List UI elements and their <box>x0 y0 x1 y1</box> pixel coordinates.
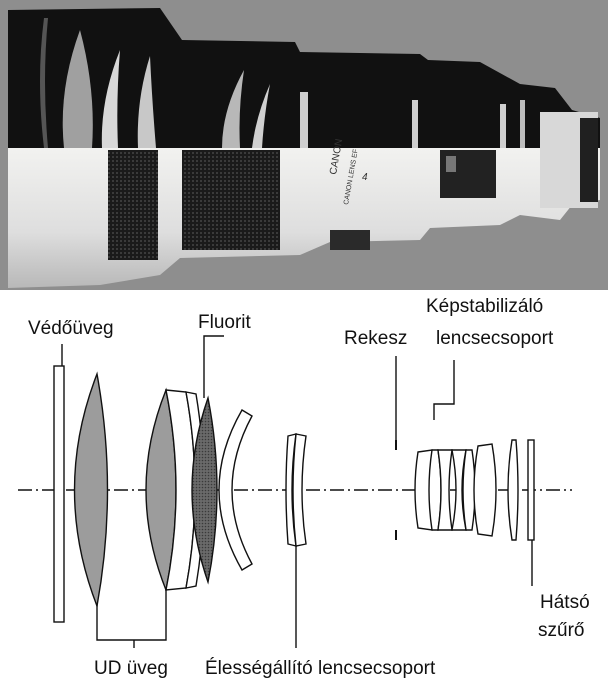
tripod-foot <box>330 230 370 250</box>
grip-ring-focus <box>182 150 280 250</box>
rear-lens <box>507 439 519 541</box>
label-rear-filter-line1: Hátsó <box>540 592 590 613</box>
label-aperture: Rekesz <box>344 328 407 349</box>
photo-element-2 <box>62 30 93 148</box>
photo-element-1 <box>40 18 48 148</box>
label-rear-filter-line2: szűrő <box>538 620 584 641</box>
label-protective-glass: Védőüveg <box>28 318 114 339</box>
leader-is-group <box>433 360 455 420</box>
label-fluorite: Fluorit <box>198 312 252 333</box>
photo-element-8 <box>412 100 418 148</box>
label-is-group-line2: lencsecsoport <box>436 328 554 349</box>
rear-filter-element <box>527 439 535 541</box>
negative-meniscus <box>218 409 253 571</box>
photo-element-3 <box>101 50 120 148</box>
photo-element-9 <box>500 104 506 148</box>
protective-glass-element <box>53 365 65 623</box>
photo-element-6 <box>252 84 270 148</box>
lens-photo: CANON CANON LENS EF 4 <box>0 0 608 290</box>
grip-ring-front <box>108 150 158 260</box>
barrel-cutaway-top <box>8 8 600 150</box>
is-lens-5 <box>462 449 476 531</box>
photo-element-5 <box>222 70 244 148</box>
fluorite-lens <box>191 395 218 585</box>
leader-fluorite <box>203 335 224 398</box>
focus-lens-2 <box>292 433 307 547</box>
is-lens-6 <box>473 443 497 537</box>
photo-element-10 <box>520 100 525 148</box>
rear-mount-ring <box>580 118 598 202</box>
ud-lens-1 <box>73 371 109 609</box>
diagram-labels: Védőüveg Fluorit Rekesz Képstabilizáló l… <box>28 296 590 679</box>
switch <box>446 156 456 172</box>
label-ud-glass: UD üveg <box>94 658 168 679</box>
optical-diagram <box>18 335 572 648</box>
label-is-group-line1: Képstabilizáló <box>426 296 543 317</box>
label-focus-group: Élességállító lencsecsoport <box>205 658 436 679</box>
barrel-model-text: 4 <box>362 172 368 183</box>
photo-element-7 <box>300 92 308 148</box>
photo-element-4 <box>137 56 156 148</box>
leader-ud-glass <box>96 588 167 641</box>
